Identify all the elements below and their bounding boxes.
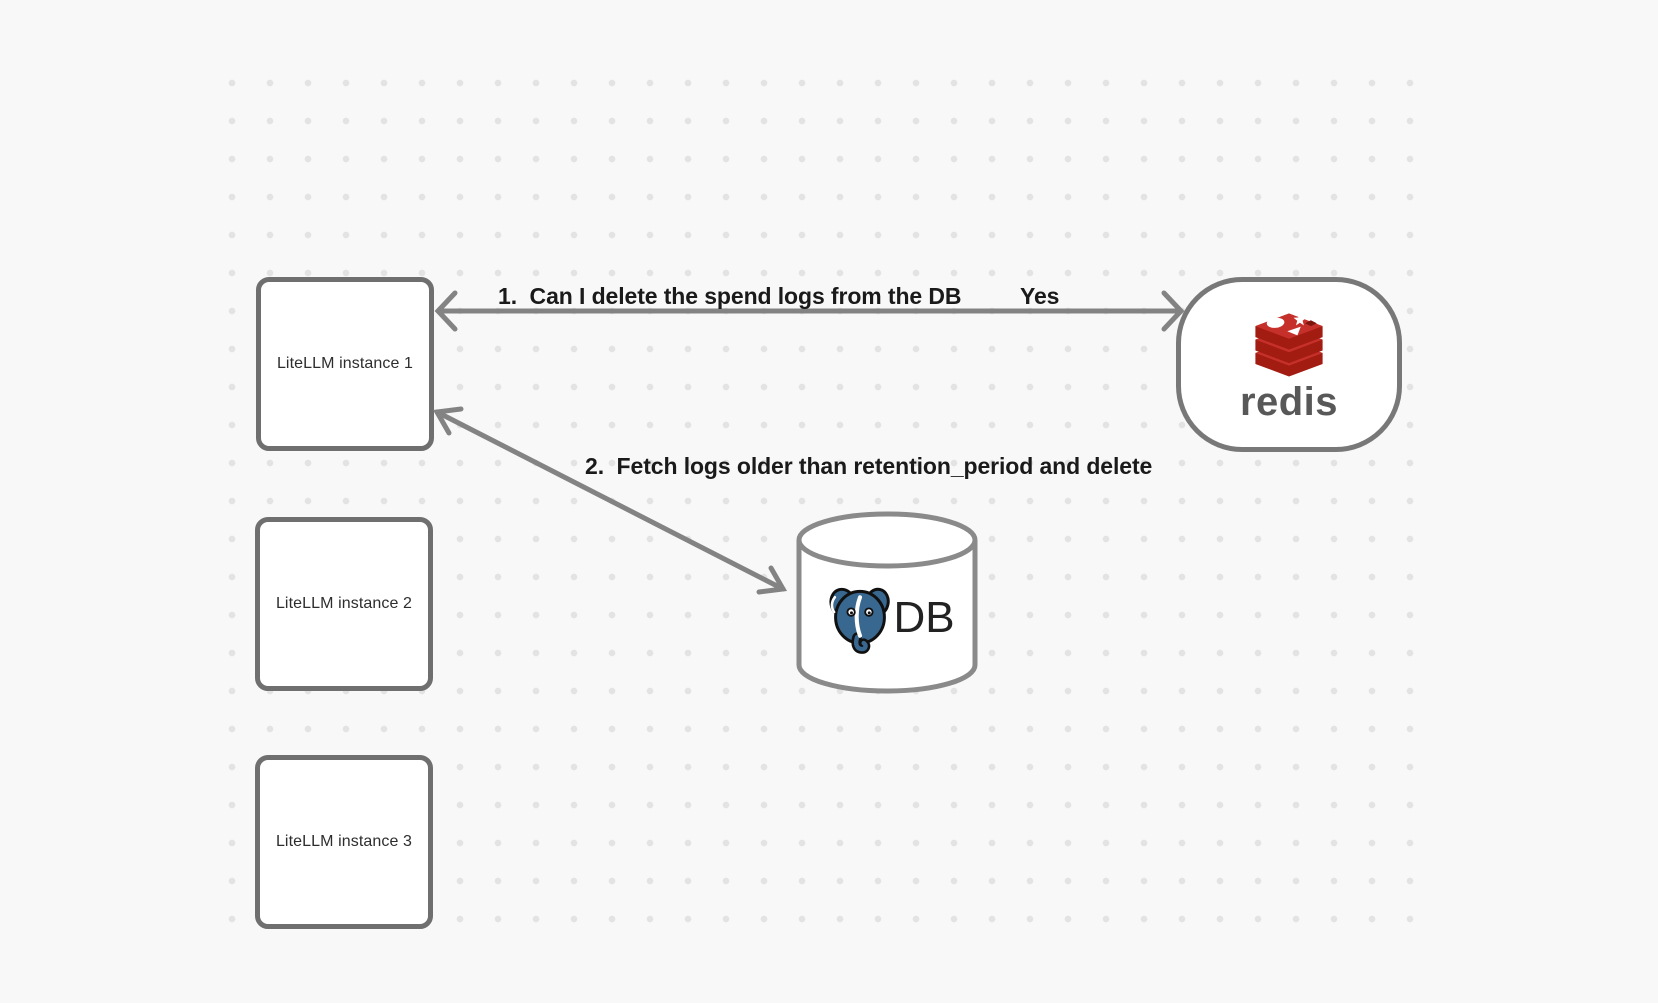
db-cylinder-shape [796, 511, 978, 694]
edge1-response-label[interactable]: Yes [1020, 283, 1060, 309]
redis-logo-icon [1255, 313, 1323, 377]
edge1-label[interactable]: 1. Can I delete the spend logs from the … [498, 283, 962, 309]
node-litellm-instance-1[interactable]: LiteLLM instance 1 [256, 277, 434, 451]
node-litellm-instance-2-label: LiteLLM instance 2 [275, 595, 413, 612]
node-litellm-instance-3-label: LiteLLM instance 3 [275, 833, 413, 850]
postgresql-elephant-icon [829, 587, 891, 654]
db-label: DB [893, 593, 955, 642]
node-litellm-instance-3[interactable]: LiteLLM instance 3 [255, 755, 433, 929]
db-content: DB [801, 566, 977, 670]
node-litellm-instance-1-label: LiteLLM instance 1 [276, 355, 414, 372]
edge2-label[interactable]: 2. Fetch logs older than retention_perio… [585, 453, 1153, 479]
node-db-cylinder[interactable] [794, 510, 984, 700]
redis-wordmark: redis [1239, 380, 1339, 424]
node-litellm-instance-2[interactable]: LiteLLM instance 2 [255, 517, 433, 691]
node-redis[interactable]: redis [1176, 277, 1402, 452]
